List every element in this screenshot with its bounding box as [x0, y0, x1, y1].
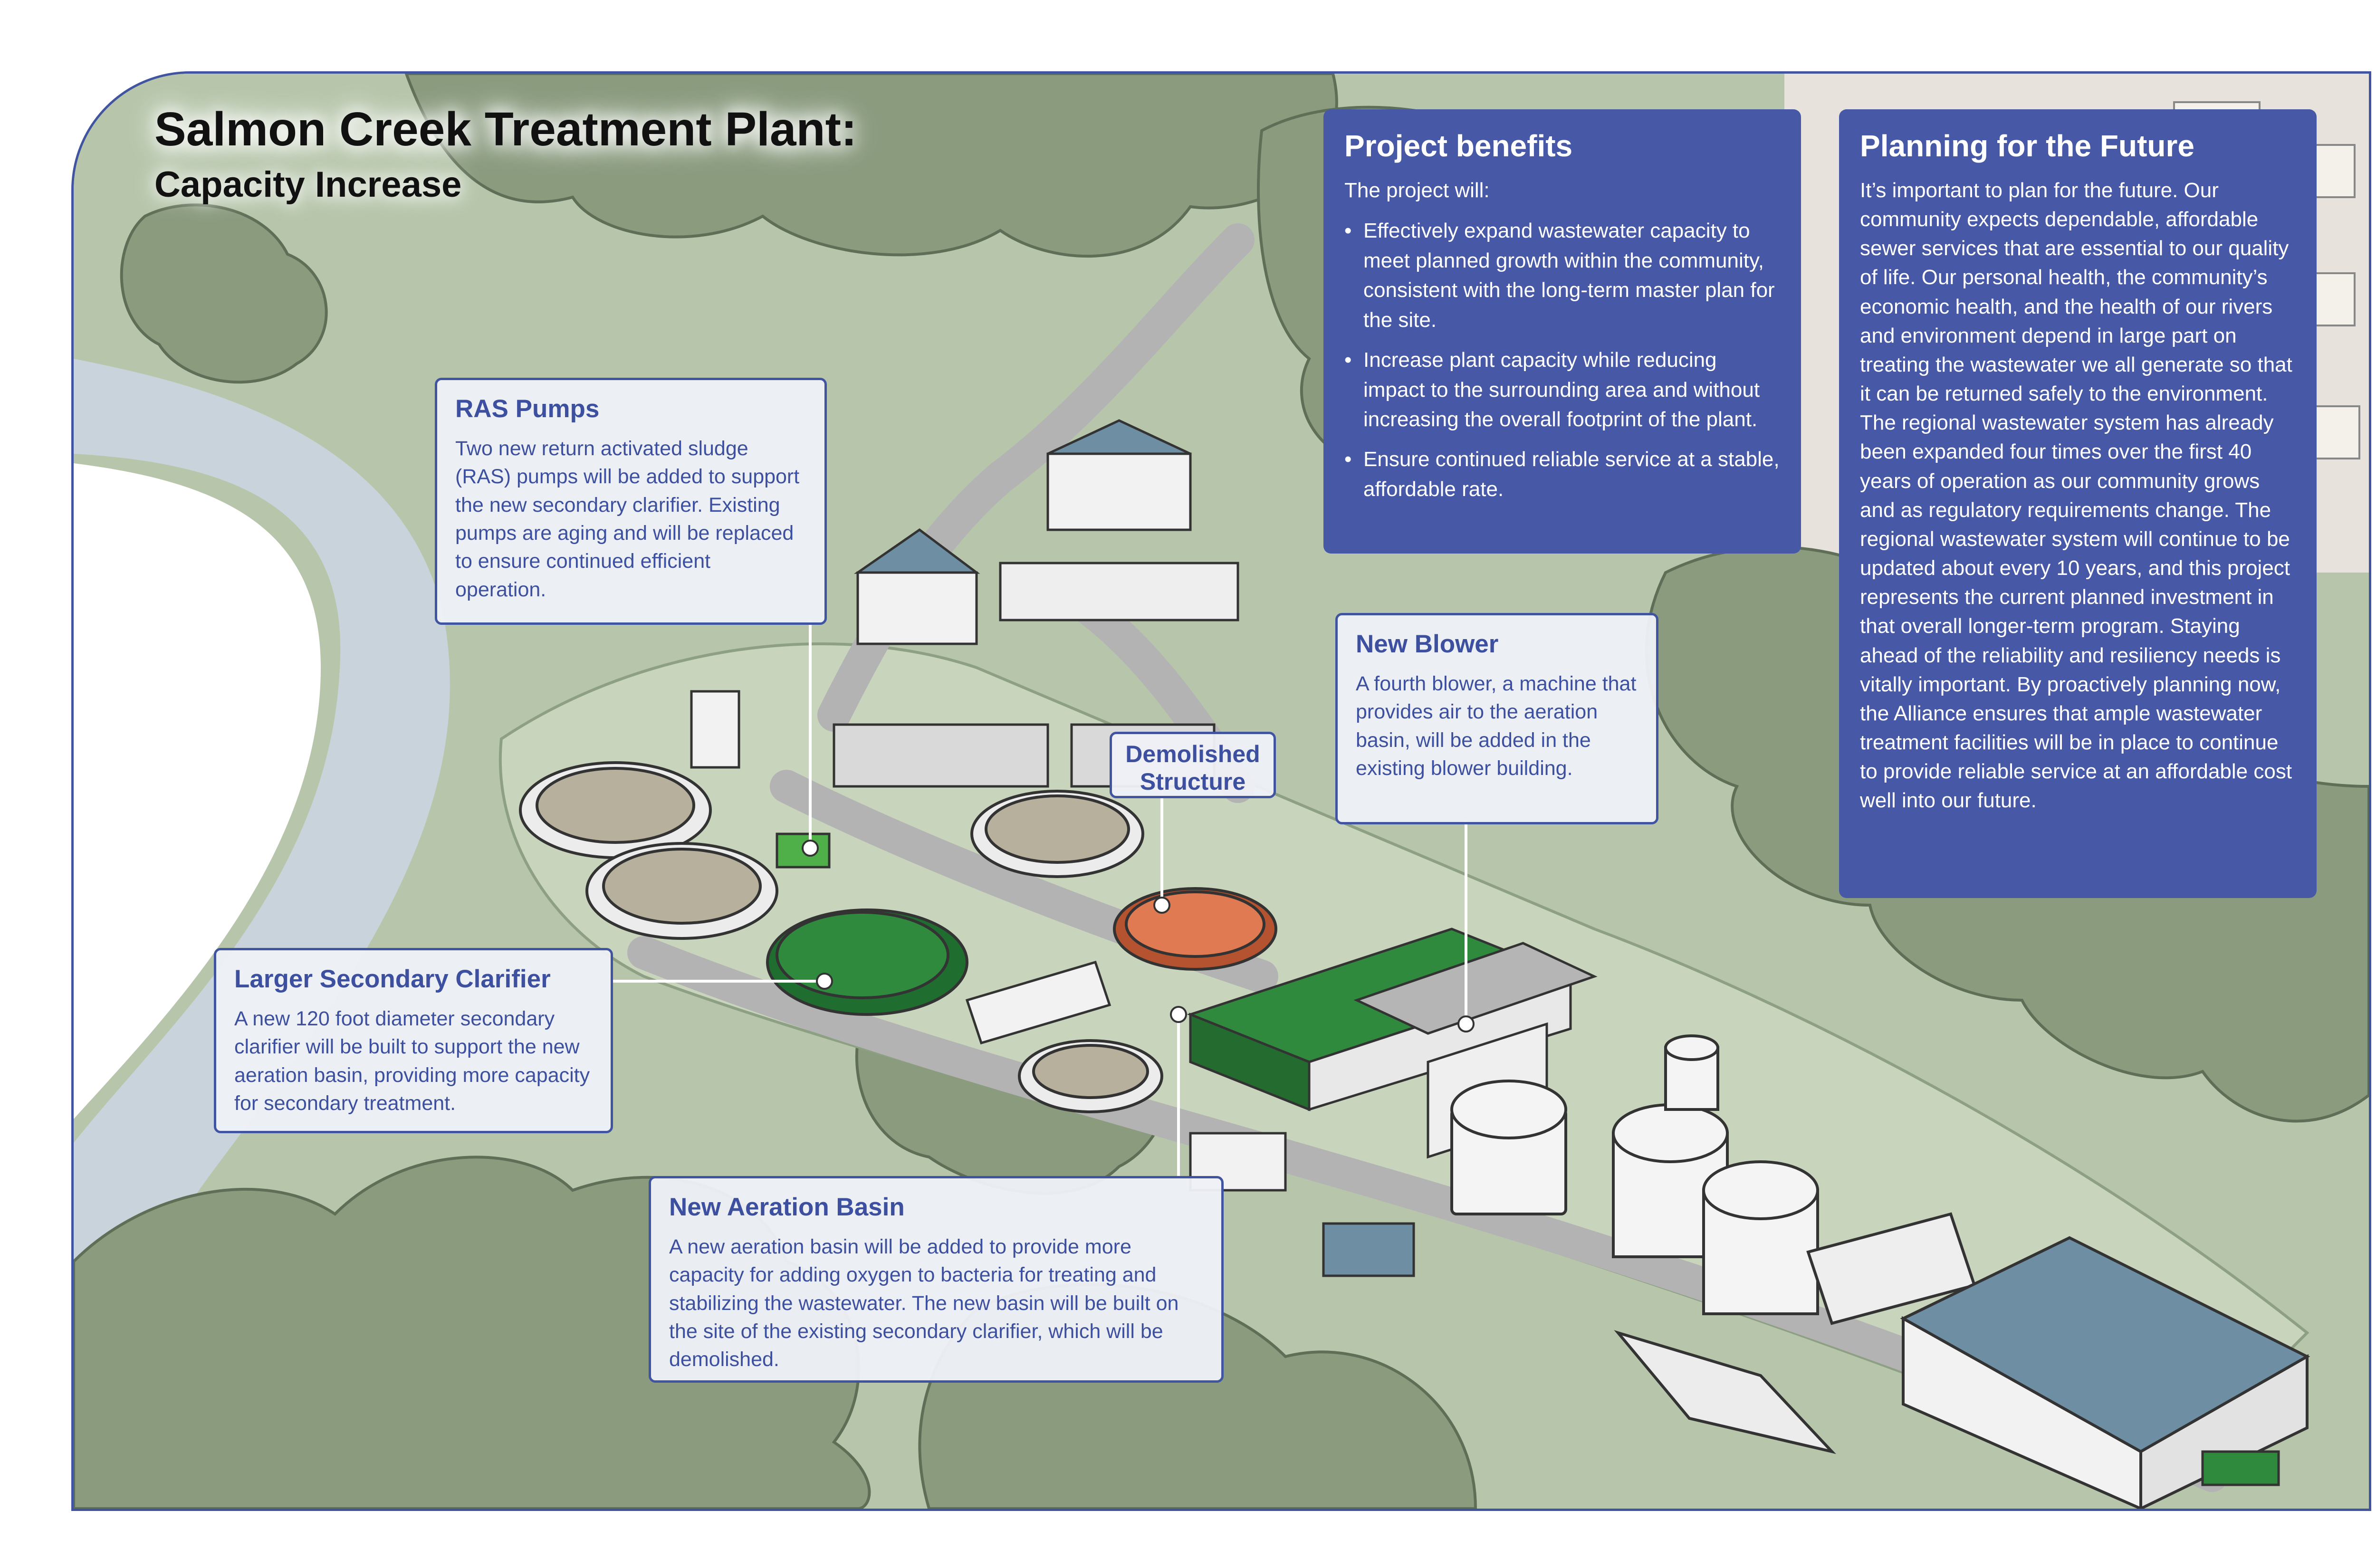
marker-blower: [1457, 1015, 1475, 1033]
tanks: [1450, 1034, 1819, 1315]
bullet: •: [1344, 348, 1352, 372]
heading-line-2: Structure: [1140, 768, 1246, 795]
list-item: • Effectively expand wastewater capacity …: [1344, 216, 1780, 335]
callout-larger-secondary-clarifier: Larger Secondary Clarifier A new 120 foo…: [214, 948, 613, 1133]
marker-clarifier: [816, 973, 833, 990]
callout-demolished-structure: Demolished Structure: [1110, 732, 1276, 798]
river-left: [74, 463, 321, 1119]
callout-heading: Demolished Structure: [1121, 741, 1264, 795]
callout-heading: New Aeration Basin: [669, 1193, 905, 1221]
bullet: •: [1344, 448, 1352, 471]
callout-body: A new 120 foot diameter secondary clarif…: [234, 1007, 590, 1115]
bullet: •: [1344, 219, 1352, 243]
callout-heading: New Blower: [1356, 630, 1499, 658]
marker-demolished: [1153, 897, 1170, 914]
page-title: Salmon Creek Treatment Plant:: [154, 103, 857, 156]
callout-new-aeration-basin: New Aeration Basin A new aeration basin …: [649, 1176, 1224, 1383]
callout-new-blower: New Blower A fourth blower, a machine th…: [1335, 613, 1658, 824]
list-item-text: Effectively expand wastewater capacity t…: [1363, 219, 1775, 332]
illustration-frame: Salmon Creek Treatment Plant: Capacity I…: [71, 71, 2371, 1511]
panel-intro: The project will:: [1344, 179, 1490, 202]
list-item: • Ensure continued reliable service at a …: [1344, 445, 1780, 504]
benefits-list: • Effectively expand wastewater capacity …: [1344, 216, 1780, 504]
new-equipment-bottom: [2201, 1450, 2280, 1486]
river: [74, 359, 450, 1404]
heading-line-1: Demolished: [1125, 741, 1260, 767]
marker-ras-pumps: [802, 840, 819, 857]
panel-heading: Project benefits: [1344, 129, 1573, 163]
page-subtitle: Capacity Increase: [154, 164, 462, 205]
panel-body: It’s important to plan for the future. O…: [1860, 179, 2292, 813]
marker-aeration: [1170, 1006, 1187, 1023]
callout-markers: [802, 840, 1475, 1033]
callout-heading: RAS Pumps: [455, 395, 600, 423]
callout-body: A fourth blower, a machine that provides…: [1356, 672, 1637, 780]
list-item-text: Increase plant capacity while reducing i…: [1363, 348, 1760, 431]
list-item-text: Ensure continued reliable service at a s…: [1363, 448, 1780, 501]
solids-building: [1614, 1212, 2310, 1509]
callout-heading: Larger Secondary Clarifier: [234, 965, 551, 993]
planning-future-panel: Planning for the Future It’s important t…: [1839, 109, 2317, 898]
clarifiers: [519, 761, 1277, 1113]
project-benefits-panel: Project benefits The project will: • Effe…: [1323, 109, 1801, 554]
buildings: [690, 419, 1415, 1277]
callout-body: A new aeration basin will be added to pr…: [669, 1235, 1179, 1371]
list-item: • Increase plant capacity while reducing …: [1344, 345, 1780, 434]
callout-body: Two new return activated sludge (RAS) pu…: [455, 437, 800, 601]
callout-ras-pumps: RAS Pumps Two new return activated sludg…: [435, 378, 827, 625]
panel-heading: Planning for the Future: [1860, 129, 2194, 163]
